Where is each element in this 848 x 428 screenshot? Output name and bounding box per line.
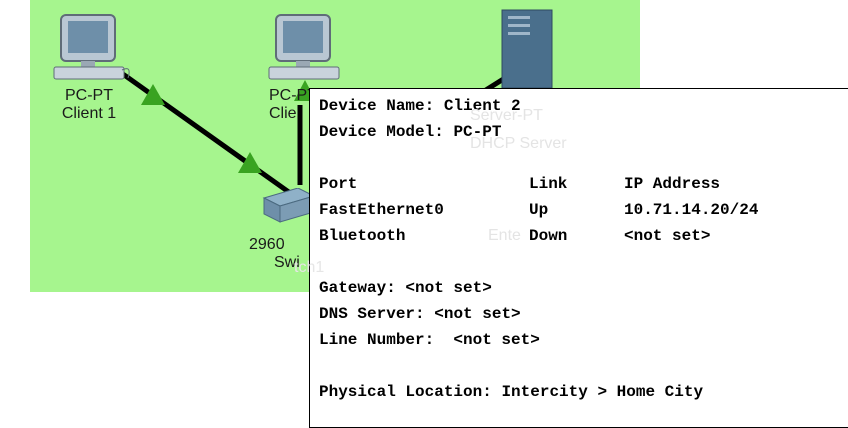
dns-value: <not set> <box>434 305 521 323</box>
header-port: Port <box>319 175 358 193</box>
port-ip: 10.71.14.20/24 <box>624 201 759 219</box>
port-row: FastEthernet0 Up 10.71.14.20/24 <box>319 197 848 223</box>
ghost-enter: Ente <box>488 227 521 244</box>
link-indicator-switch-left <box>238 152 262 173</box>
gateway-value: <not set> <box>405 279 492 297</box>
switch-name-partial: Swi <box>274 254 300 271</box>
server-dhcp[interactable] <box>500 8 560 90</box>
gateway-row: Gateway: <not set> <box>319 275 848 301</box>
location-row: Physical Location: Intercity > Home City <box>319 379 848 405</box>
client1-name: Client 1 <box>61 105 117 122</box>
device-model-row: Device Model: PC-PT <box>319 119 848 145</box>
device-info-tooltip: Server-PT DHCP Server tch1 Ente Device N… <box>294 88 848 428</box>
spacer <box>319 145 848 171</box>
pc-icon <box>53 14 130 80</box>
switch-label: 2960 Swi <box>249 236 300 272</box>
header-link: Link <box>529 175 568 193</box>
device-name-value: Client 2 <box>443 97 521 115</box>
port-name: Bluetooth <box>319 227 406 245</box>
spacer <box>319 249 848 275</box>
line-number-label: Line Number: <box>319 331 435 349</box>
ghost-switch-name: tch1 <box>294 259 325 276</box>
port-row: Bluetooth Down <not set> <box>319 223 848 249</box>
link-indicator-client1 <box>141 84 165 105</box>
port-table-header: Port Link IP Address <box>319 171 848 197</box>
ghost-server-name: DHCP Server <box>470 135 567 152</box>
pc-client2[interactable] <box>263 10 353 90</box>
dns-label: DNS Server: <box>319 305 425 323</box>
device-name-label: Device Name: <box>319 97 435 115</box>
device-model-label: Device Model: <box>319 123 444 141</box>
port-link: Down <box>529 227 568 245</box>
device-model-value: PC-PT <box>453 123 502 141</box>
pc-icon <box>268 14 340 80</box>
switch-model-partial: 2960 <box>249 236 285 253</box>
line-number-row: Line Number: <not set> <box>319 327 848 353</box>
client1-label: PC-PT Client 1 <box>48 87 130 123</box>
location-label: Physical Location: <box>319 383 492 401</box>
ghost-server-type: Server-PT <box>470 107 543 124</box>
port-name: FastEthernet0 <box>319 201 444 219</box>
dns-row: DNS Server: <not set> <box>319 301 848 327</box>
client2-type-partial: PC-PT <box>269 87 317 104</box>
line-number-value: <not set> <box>453 331 540 349</box>
spacer <box>319 353 848 379</box>
port-ip: <not set> <box>624 227 711 245</box>
location-value: Intercity > Home City <box>501 383 704 401</box>
client1-type: PC-PT <box>65 87 113 104</box>
header-ip: IP Address <box>624 175 721 193</box>
client2-name-partial: Clie <box>269 105 297 122</box>
port-link: Up <box>529 201 549 219</box>
device-name-row: Device Name: Client 2 <box>319 93 848 119</box>
gateway-label: Gateway: <box>319 279 396 297</box>
client2-label: PC-PT Clie <box>269 87 317 123</box>
pc-client1[interactable] <box>48 10 138 90</box>
server-icon <box>501 9 553 89</box>
